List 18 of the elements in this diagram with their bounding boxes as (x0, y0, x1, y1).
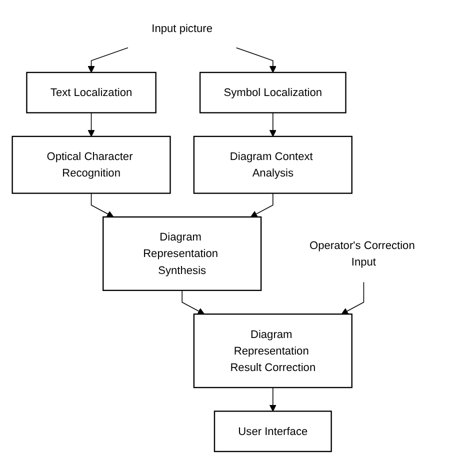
node-box: Diagram Representation Result Correction (192, 314, 352, 388)
arrow (268, 387, 276, 412)
arrow (87, 47, 128, 73)
node-box: User Interface (213, 410, 332, 452)
arrow (235, 47, 276, 73)
node-text: Operator's Correction Input (309, 238, 414, 268)
arrow (250, 192, 273, 218)
node-box: Text Localization (26, 72, 156, 114)
arrow (268, 112, 276, 137)
node-box: Symbol Localization (198, 72, 346, 114)
node-box: Optical Character Recognition (11, 136, 170, 194)
arrow (181, 290, 204, 314)
node-box: Diagram Representation Synthesis (102, 216, 262, 291)
arrow (340, 282, 364, 314)
arrow (90, 192, 114, 218)
arrow (87, 112, 94, 137)
node-text: Input picture (151, 22, 212, 35)
node-box: Diagram Context Analysis (192, 136, 352, 194)
